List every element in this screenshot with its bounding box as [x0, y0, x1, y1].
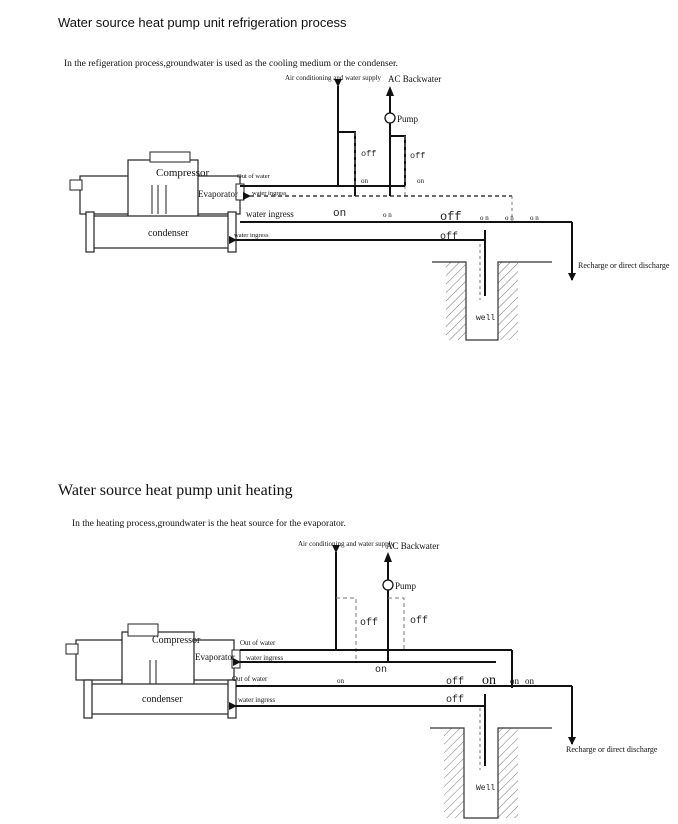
cooling-compressor-head — [149, 151, 191, 163]
cooling-water-ingress-evap-label: water ingress — [252, 190, 287, 197]
cooling-valve-on-b: o n — [480, 214, 489, 222]
cooling-backwater-arrow — [386, 86, 394, 96]
heating-valve-off-lower: off — [446, 694, 464, 706]
cooling-valve-off-right: off — [410, 151, 425, 161]
cooling-valve-on-a: o n — [383, 211, 392, 219]
cooling-unit — [69, 151, 245, 253]
heating-ac-supply-label: Air conditioning and water supply — [298, 540, 395, 548]
heating-valve-off-mid: off — [446, 676, 464, 688]
cooling-valve-on-d: o n — [530, 214, 539, 222]
heating-section: Water source heat pump unit heating In t… — [58, 482, 658, 819]
cooling-water-ingress-cond-label: water ingress — [234, 232, 269, 239]
cooling-well-label: well — [476, 314, 495, 323]
cooling-ac-backwater-label: AC Backwater — [388, 74, 441, 84]
cooling-section: Water source heat pump unit refrigeratio… — [58, 15, 670, 341]
heating-valve-off-left: off — [360, 617, 378, 629]
heating-valve-on-b: on — [525, 676, 535, 686]
heating-well-label: Well — [476, 784, 495, 793]
heating-pump-label: Pump — [395, 581, 417, 591]
cooling-valve-off-lower: off — [440, 231, 458, 243]
cooling-condenser-flange-left — [85, 211, 95, 253]
heating-valve-on-big: on — [482, 673, 496, 688]
heating-condenser-shell — [89, 683, 231, 715]
cooling-pump-icon — [384, 112, 396, 124]
cooling-valve-on-c: o n — [505, 214, 514, 222]
cooling-valve-on-left: on — [361, 177, 369, 185]
cooling-pump-label: Pump — [397, 114, 419, 124]
cooling-subtitle: In the refigeration process,groundwater … — [64, 58, 398, 69]
cooling-valve-off-main: off — [440, 210, 462, 224]
heating-subtitle: In the heating process,groundwater is th… — [72, 518, 346, 529]
heating-valve-on-small: on — [337, 677, 345, 685]
cooling-well — [432, 230, 552, 341]
heating-evaporator-label: Evaporator — [195, 652, 235, 662]
heating-well — [430, 694, 552, 819]
heating-out-of-water-cond-label: Out of water — [232, 675, 268, 683]
cooling-backwater-bypass — [390, 135, 406, 186]
heating-valve-on-center: on — [375, 665, 387, 676]
heating-valve-on-a: on — [510, 676, 520, 686]
heating-valve-off-right: off — [410, 615, 428, 627]
cooling-evaporator-label: Evaporator — [198, 189, 238, 199]
heating-condenser-label: condenser — [142, 694, 183, 705]
cooling-out-of-water-label: Out of water — [237, 173, 271, 180]
heating-out-of-water-top-label: Out of water — [240, 639, 276, 647]
cooling-condenser-label: condenser — [148, 228, 189, 239]
heating-bypass-dashed — [336, 597, 405, 662]
cooling-title: Water source heat pump unit refrigeratio… — [58, 15, 347, 30]
heating-ac-backwater-label: AC Backwater — [386, 541, 439, 551]
cooling-condenser-flange-right — [227, 211, 237, 253]
heating-pump-icon — [382, 579, 394, 591]
cooling-valve-off-left: off — [361, 149, 376, 159]
heating-water-ingress-top-label: water ingress — [246, 654, 283, 662]
cooling-valve-on-right: on — [417, 177, 425, 185]
heating-water-ingress-cond-label: water ingress — [238, 696, 275, 704]
cooling-ac-supply-label: Air conditioning and water supply — [285, 74, 382, 82]
heating-compressor-label: Compressor — [152, 635, 201, 646]
cooling-water-ingress-main-label: water ingress — [246, 209, 294, 219]
cooling-valve-on-main: on — [333, 208, 346, 220]
cooling-compressor-label: Compressor — [156, 167, 210, 179]
heating-recharge-label: Recharge or direct discharge — [566, 745, 658, 754]
heating-title: Water source heat pump unit heating — [58, 482, 293, 499]
cooling-unit-fitting — [69, 179, 83, 191]
cooling-recharge-label: Recharge or direct discharge — [578, 261, 670, 270]
